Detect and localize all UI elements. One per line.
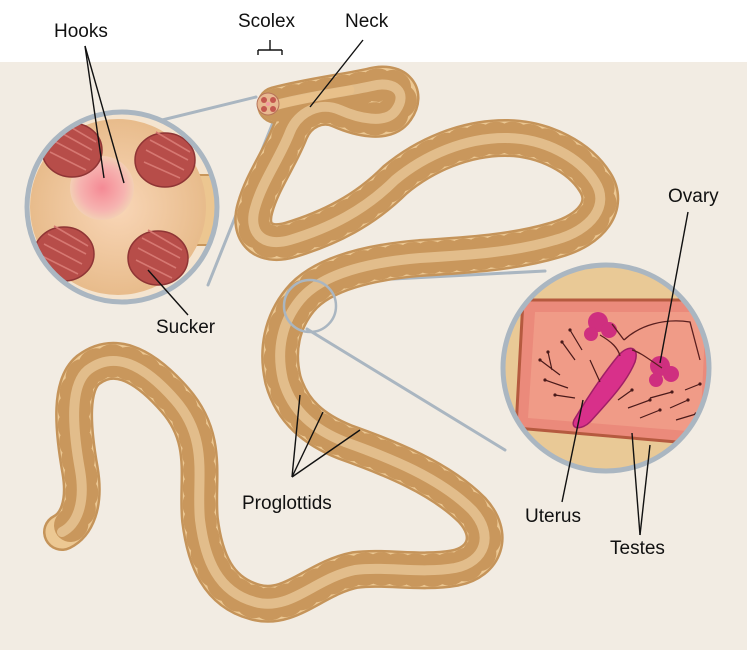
hooks-label: Hooks: [54, 22, 108, 41]
sucker-label: Sucker: [156, 318, 215, 337]
scolex: [257, 93, 279, 115]
proglottids-label: Proglottids: [242, 494, 332, 513]
testes-label: Testes: [610, 539, 665, 558]
ovary-label: Ovary: [668, 187, 719, 206]
neck-label: Neck: [345, 12, 388, 31]
uterus-label: Uterus: [525, 507, 581, 526]
scolex-label: Scolex: [238, 12, 295, 31]
